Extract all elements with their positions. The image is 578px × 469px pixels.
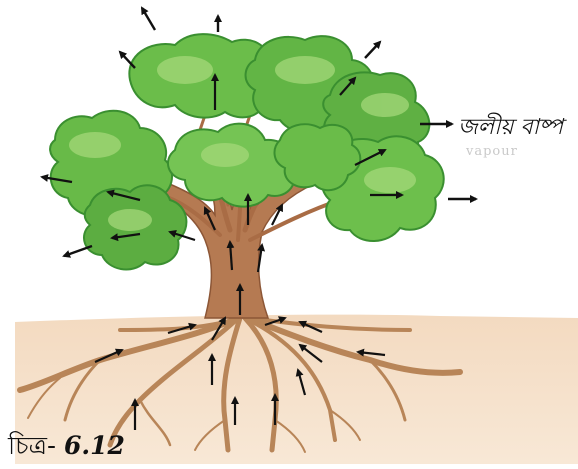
- water-vapour-label: জলীয় বাষ্প: [458, 110, 563, 147]
- arrow-vapour-1: [142, 8, 155, 30]
- figure-prefix: চিত্র-: [8, 431, 56, 460]
- arrow-vapour-8: [64, 246, 92, 256]
- water-vapour-faded-label: vapour: [466, 144, 518, 159]
- arrow-vapour-4: [365, 42, 380, 58]
- figure-caption: চিত্র- 6.12: [8, 426, 125, 469]
- figure-number: 6.12: [64, 431, 125, 460]
